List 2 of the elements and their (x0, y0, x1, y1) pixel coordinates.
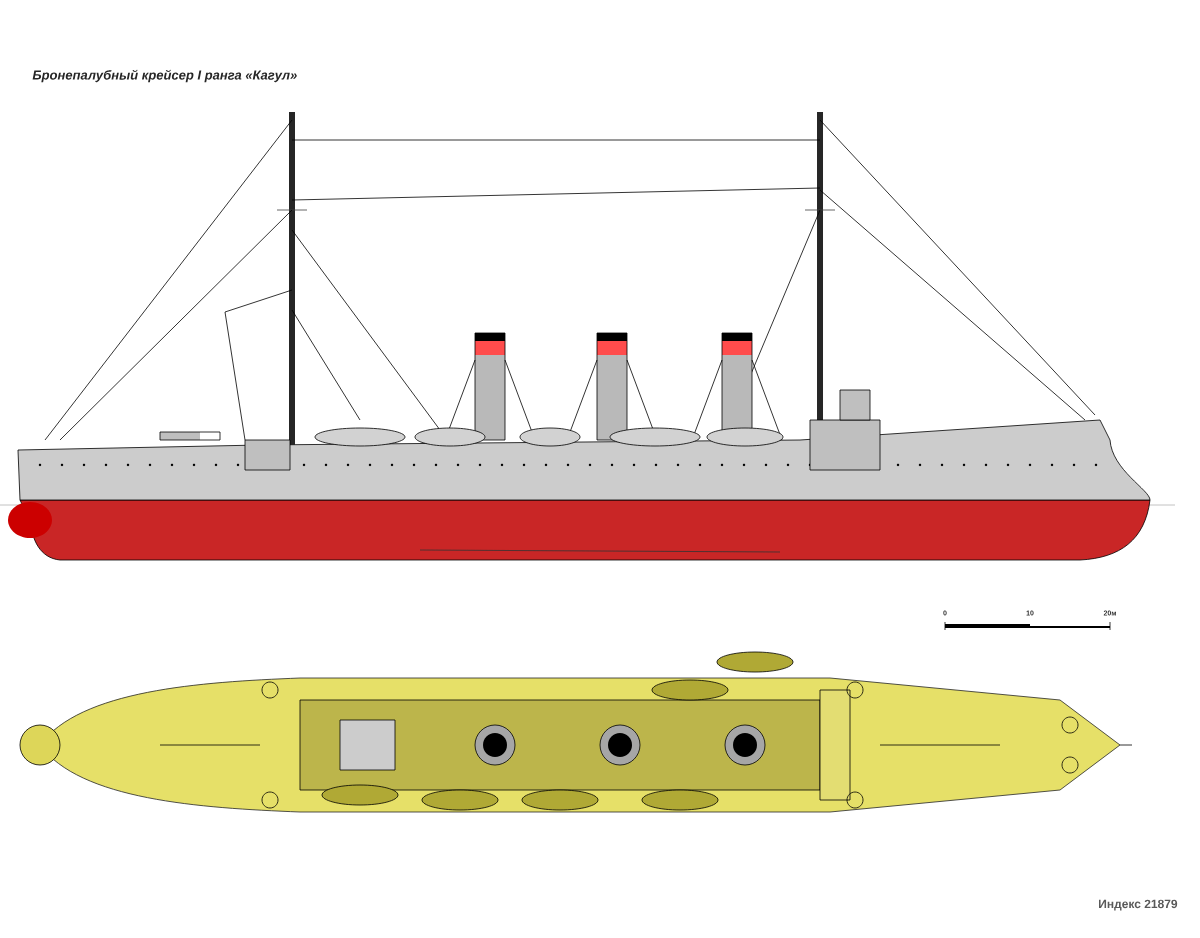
title: Бронепалубный крейсер I ранга «Кагул» (32, 69, 297, 83)
index-number: Индекс 21879 (1099, 899, 1178, 911)
